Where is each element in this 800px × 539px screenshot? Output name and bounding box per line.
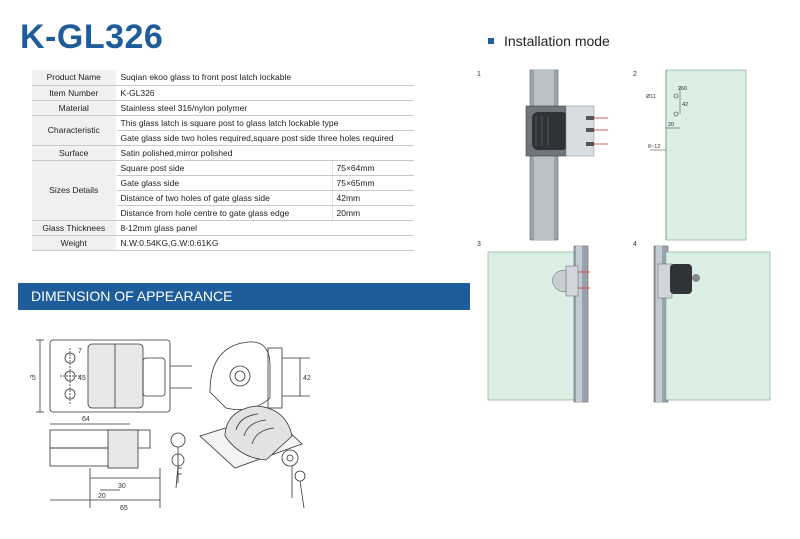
side-view-drawing <box>49 423 186 508</box>
spec-label: Glass Thicknees <box>32 220 117 236</box>
spec-value-line: This glass latch is square post to glass… <box>116 115 414 131</box>
spec-value: Stainless steel 316/nylon polymer <box>116 100 414 116</box>
install-annotation: Ø11 <box>646 94 656 100</box>
install-step-2 <box>650 69 747 241</box>
dim-label: 64 <box>82 416 90 423</box>
dim-label: 20 <box>98 493 106 500</box>
dim-label: 30 <box>118 483 126 490</box>
dimension-drawing: 75 7 45 64 30 20 65 42 <box>30 339 311 512</box>
table-row: Material Stainless steel 316/nylon polym… <box>32 100 414 116</box>
table-row: Distance of two holes of gate glass side… <box>32 190 414 206</box>
spec-label: Product Name <box>32 70 117 86</box>
spec-value: N.W:0.54KG,G.W:0.61KG <box>116 235 414 251</box>
table-row: Surface Satin polished,mirror polished <box>32 145 414 161</box>
dim-label: 45 <box>78 375 86 382</box>
front-view-drawing <box>36 339 192 413</box>
spec-value: Suqian ekoo glass to front post latch lo… <box>116 70 414 86</box>
dim-label: 42 <box>303 375 311 382</box>
spec-value: Satin polished,mirror polished <box>116 145 414 161</box>
spec-label: Characteristic <box>32 115 117 146</box>
table-row: Distance from hole centre to gate glass … <box>32 205 414 221</box>
install-step-1 <box>525 69 608 241</box>
size-value: 75×64mm <box>331 160 414 176</box>
table-row: Weight N.W:0.54KG,G.W:0.61KG <box>32 235 414 251</box>
table-row: Glass Thicknees 8-12mm glass panel <box>32 220 414 236</box>
top-view-drawing <box>209 341 310 411</box>
dim-label: 7 <box>78 348 82 355</box>
size-value: 20mm <box>331 205 414 221</box>
install-annotation: 20 <box>668 122 674 128</box>
size-name: Gate glass side <box>115 175 332 191</box>
installation-heading-text: Installation mode <box>504 33 610 49</box>
bullet-icon <box>488 38 494 44</box>
spec-table: Product Name Suqian ekoo glass to front … <box>32 70 414 251</box>
size-name: Distance from hole centre to gate glass … <box>115 205 332 221</box>
spec-label: Sizes Details <box>32 160 117 221</box>
size-name: Square post side <box>115 160 332 176</box>
spec-label: Surface <box>32 145 117 161</box>
size-value: 75×65mm <box>331 175 414 191</box>
step-number: 2 <box>633 71 637 78</box>
spec-value-line: Gate glass side two holes required,squar… <box>116 130 414 146</box>
table-row: Gate glass side two holes required,squar… <box>32 130 414 146</box>
spec-label: Material <box>32 100 117 116</box>
step-number: 1 <box>477 71 481 78</box>
install-annotation: 8~12 <box>648 144 660 150</box>
installation-diagram: 1 2 3 4 Ø11 <box>477 69 771 403</box>
table-row: Item Number K-GL326 <box>32 85 414 101</box>
installation-heading: Installation mode <box>488 33 610 49</box>
spec-value: K-GL326 <box>116 85 414 101</box>
spec-label: Item Number <box>32 85 117 101</box>
isometric-view-drawing <box>199 405 306 509</box>
table-row: Characteristic This glass latch is squar… <box>32 115 414 146</box>
dim-label: 65 <box>120 505 128 512</box>
spec-label: Weight <box>32 235 117 251</box>
table-row: Product Name Suqian ekoo glass to front … <box>32 70 414 86</box>
dimension-banner: DIMENSION OF APPEARANCE <box>18 283 470 310</box>
size-name: Distance of two holes of gate glass side <box>115 190 332 206</box>
step-number: 3 <box>477 241 481 248</box>
dim-label: 75 <box>30 375 36 382</box>
table-row: Gate glass side 75×65mm <box>32 175 414 191</box>
install-step-3 <box>487 245 590 403</box>
table-row: Sizes Details Square post side 75×64mm <box>32 160 414 221</box>
spec-value: 8-12mm glass panel <box>116 220 414 236</box>
install-step-4 <box>653 245 771 403</box>
install-annotation: 260 <box>678 86 687 92</box>
size-value: 42mm <box>331 190 414 206</box>
product-title: K-GL326 <box>20 18 164 56</box>
install-annotation: 42 <box>682 102 688 108</box>
step-number: 4 <box>633 241 637 248</box>
